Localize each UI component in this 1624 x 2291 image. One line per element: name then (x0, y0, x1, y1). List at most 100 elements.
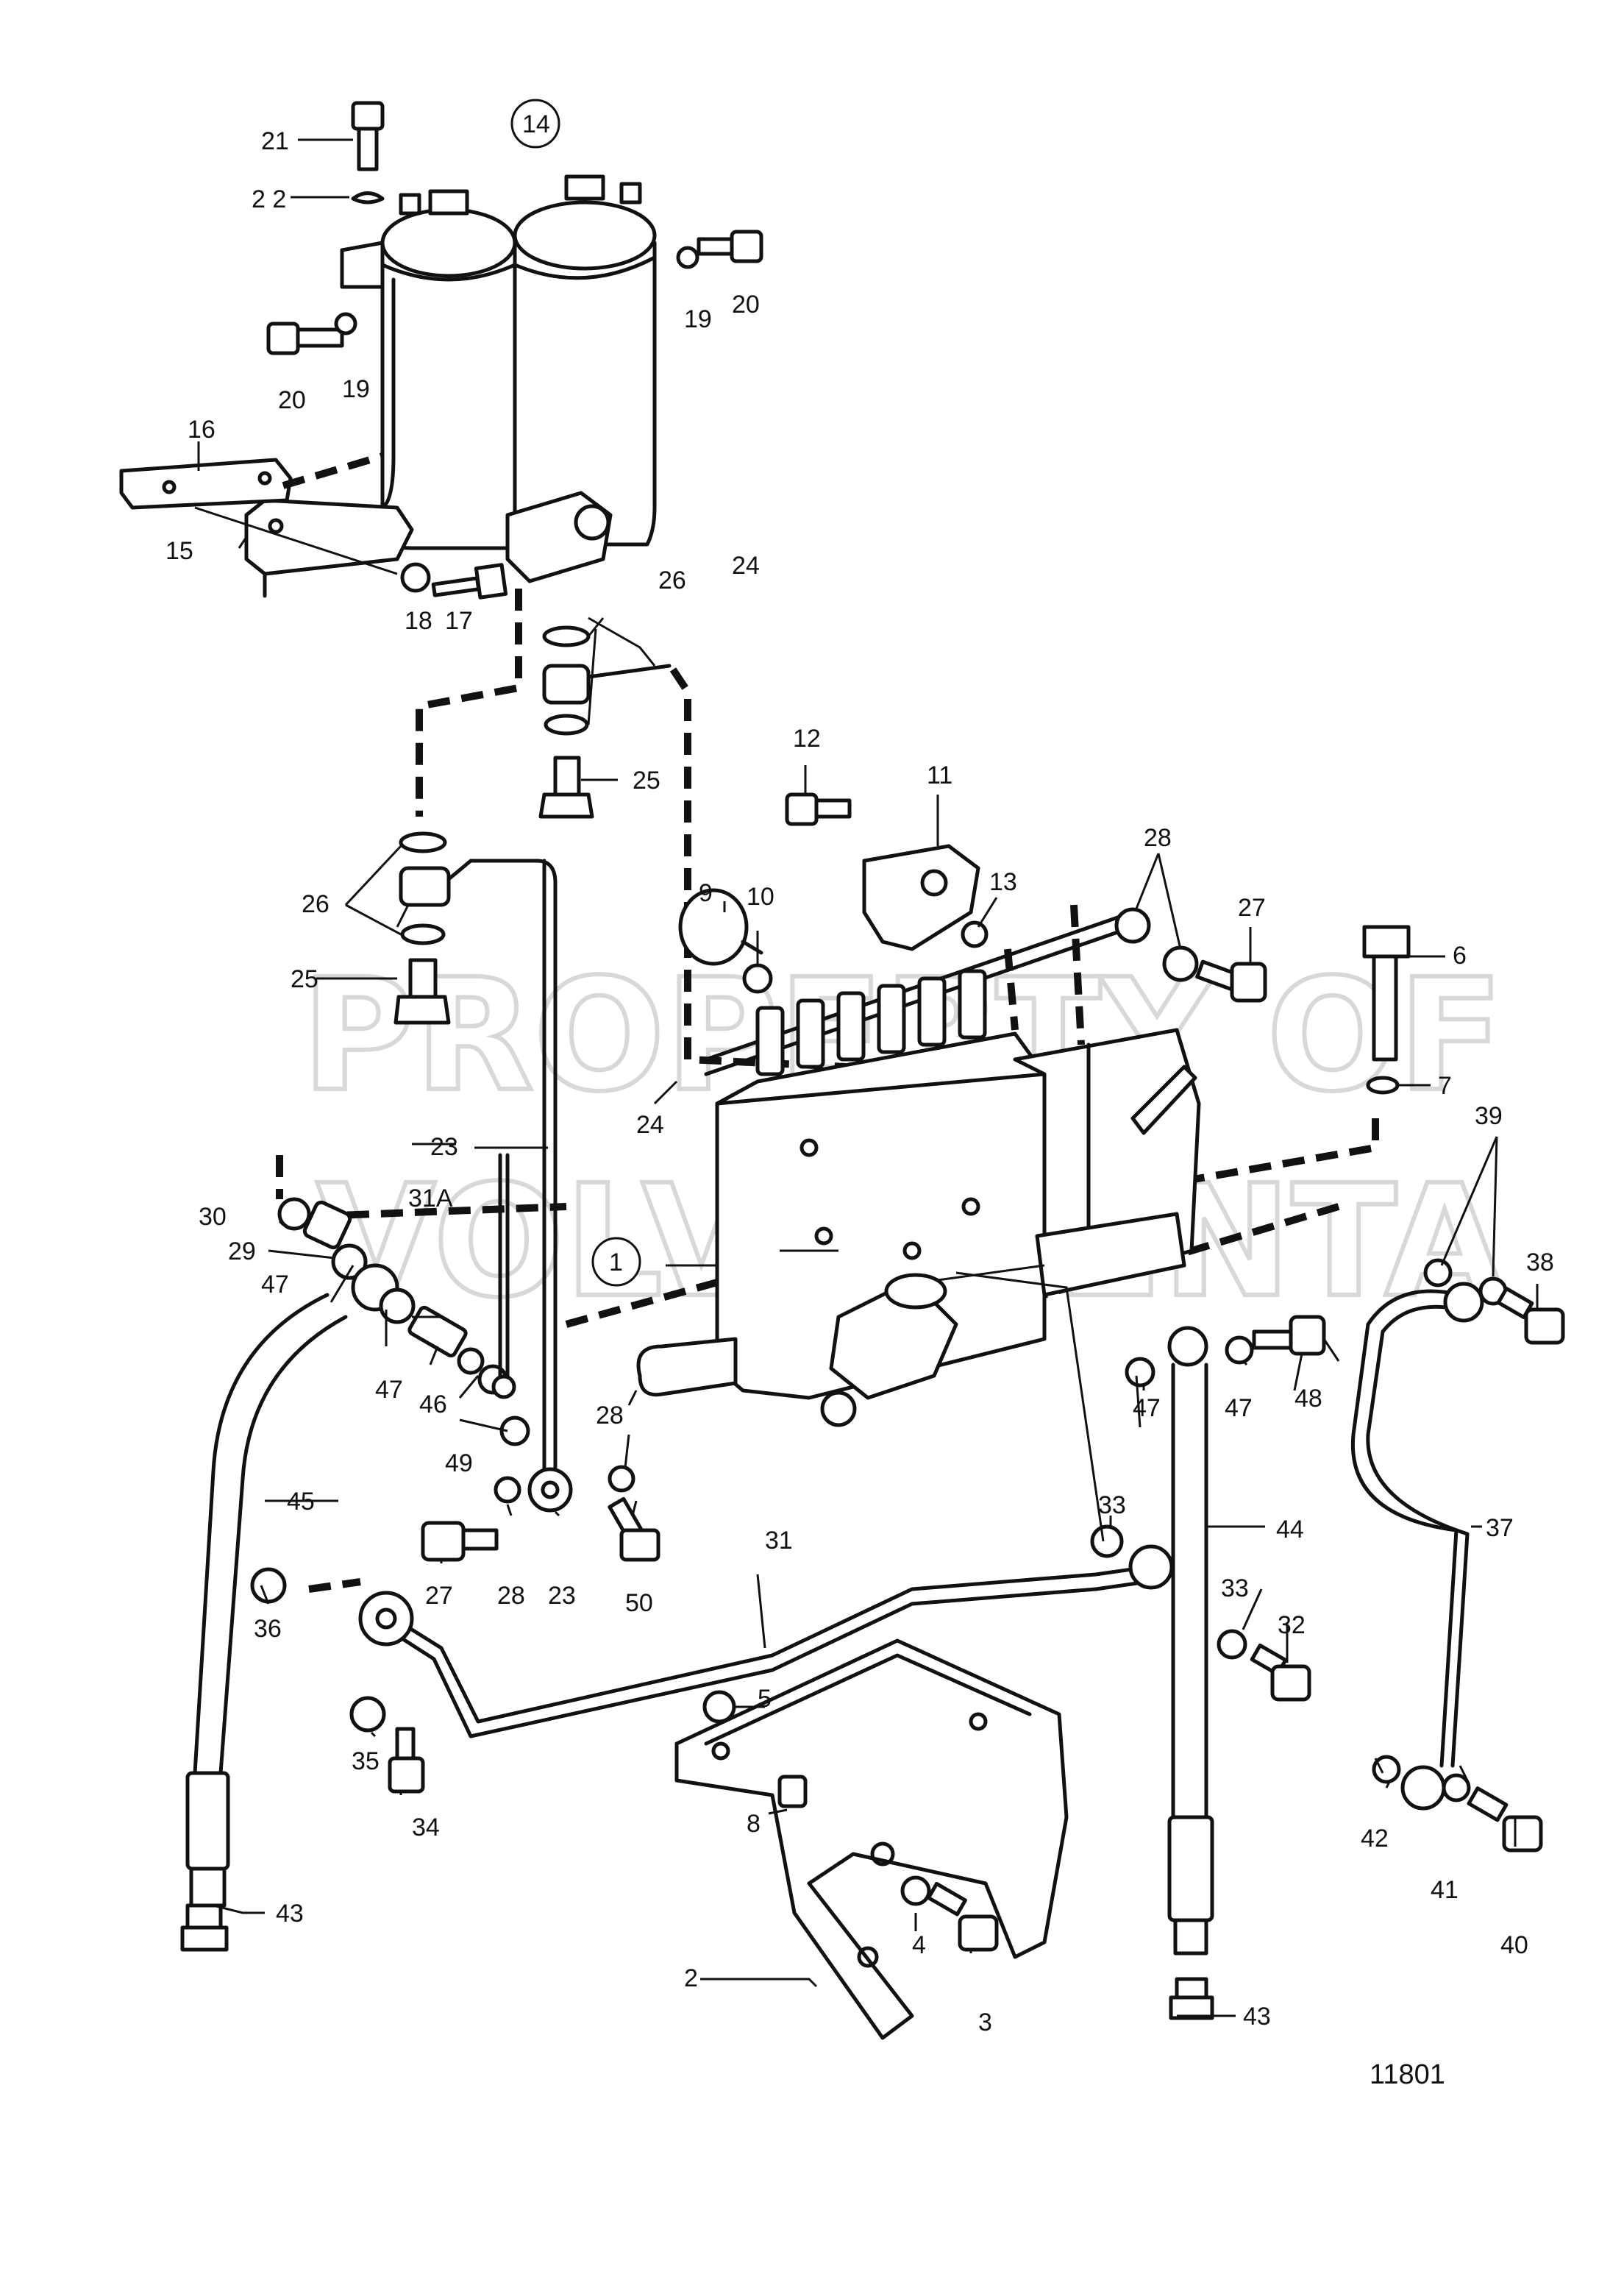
bracket-11 (862, 844, 980, 951)
banjo-union-upper (538, 625, 672, 819)
callout-20-right: 20 (732, 291, 760, 319)
callout-28-lower: 28 (497, 1582, 525, 1610)
callout-27-lower: 27 (425, 1582, 453, 1610)
pump-bracket-2 (674, 1638, 1069, 2040)
callout-44: 44 (1276, 1516, 1304, 1544)
callout-7: 7 (1438, 1072, 1452, 1100)
bolt-3 (926, 1881, 999, 1952)
callout-23-upper: 23 (430, 1133, 458, 1161)
callout-15: 15 (165, 537, 193, 565)
banjo-union-lower (393, 831, 451, 1025)
bushing-8 (777, 1775, 808, 1808)
callout-29: 29 (228, 1237, 256, 1265)
washer-35 (349, 1696, 386, 1733)
hose-fitting-44-lower (1167, 1815, 1214, 1956)
callout-3: 3 (978, 2008, 992, 2036)
callout-38: 38 (1526, 1248, 1554, 1276)
callout-16: 16 (188, 416, 216, 444)
callout-11: 11 (927, 761, 952, 789)
washer-10 (742, 963, 773, 994)
callout-2: 2 (684, 1964, 698, 1992)
callout-47-right: 47 (1133, 1394, 1161, 1422)
banjo-37-lower (1372, 1755, 1471, 1811)
callout-22: 2 2 (252, 185, 286, 213)
bolt-20-right (697, 230, 763, 263)
washer-7 (1366, 1076, 1400, 1095)
callout-36: 36 (254, 1615, 282, 1643)
callout-45: 45 (287, 1488, 315, 1516)
callout-8: 8 (747, 1810, 761, 1838)
callout-17: 17 (445, 607, 473, 635)
leader-lines (194, 138, 1539, 2017)
callout-13: 13 (989, 868, 1017, 896)
bolt-38 (1496, 1286, 1565, 1345)
hose-end-45 (351, 1263, 530, 1446)
callout-47-lower: 47 (375, 1376, 403, 1404)
callout-49: 49 (445, 1449, 473, 1477)
banjo-31-left (358, 1591, 414, 1647)
callout-9: 9 (699, 879, 713, 907)
banjo-44-upper (1125, 1326, 1208, 1388)
bolt-50 (608, 1496, 660, 1562)
callout-46: 46 (419, 1390, 447, 1418)
bolt-21 (351, 101, 385, 171)
callout-40: 40 (1500, 1931, 1528, 1959)
washer-33-lower (1217, 1629, 1247, 1660)
bracket-15 (244, 498, 414, 598)
bolt-27-lower (421, 1521, 499, 1562)
callout-41: 41 (1431, 1876, 1459, 1904)
callout-27-upper: 27 (1238, 894, 1266, 922)
callout-5: 5 (758, 1685, 772, 1713)
callout-39: 39 (1475, 1102, 1503, 1130)
washer-47-right (1225, 1335, 1254, 1365)
callout-24-upper: 24 (732, 552, 760, 580)
callout-19-right: 19 (684, 305, 712, 333)
callout-35: 35 (352, 1747, 380, 1775)
bolt-48 (1252, 1315, 1326, 1356)
callout-47-far: 47 (1225, 1394, 1253, 1422)
washer-33-upper (1090, 1524, 1124, 1558)
washer-4 (900, 1875, 931, 1906)
nut-43-right (1169, 1977, 1214, 2020)
callout-25-lower: 25 (291, 965, 318, 993)
callout-43-left: 43 (276, 1900, 304, 1928)
hose-fitting-45-lower (185, 1771, 230, 1908)
callout-26-lower: 26 (302, 890, 330, 918)
callout-14-circle (510, 99, 560, 149)
washer-13 (961, 920, 989, 948)
bolt-32 (1250, 1643, 1311, 1702)
screw-12 (785, 792, 852, 826)
screw-17 (431, 563, 508, 600)
washer-28-lower (494, 1476, 521, 1504)
union-30 (277, 1197, 352, 1250)
callout-34: 34 (412, 1814, 440, 1841)
fuel-filter-assembly (340, 174, 657, 583)
callout-42: 42 (1361, 1825, 1389, 1853)
callout-18: 18 (405, 607, 432, 635)
callout-28-mid: 28 (596, 1402, 624, 1429)
callout-28-upper: 28 (1144, 824, 1172, 852)
hose-45 (193, 1293, 330, 1775)
washer-22 (351, 191, 385, 205)
washer-19-left (334, 312, 357, 335)
bushing-5 (702, 1690, 736, 1724)
callout-labels: 21 2 2 14 19 20 20 19 16 15 18 17 26 24 … (165, 99, 1554, 2036)
pipe-37 (1350, 1289, 1462, 1768)
callout-33-lower: 33 (1221, 1574, 1249, 1602)
bolt-20-left (266, 322, 344, 355)
callout-47-upper: 47 (261, 1271, 289, 1299)
callout-1: 1 (609, 1248, 623, 1276)
callout-32: 32 (1278, 1611, 1306, 1639)
callout-14: 14 (522, 110, 550, 138)
callout-50: 50 (625, 1589, 653, 1617)
washer-28-mid (608, 1465, 635, 1493)
nut-43-left (180, 1903, 229, 1952)
callout-10: 10 (747, 883, 774, 911)
banjo-37-upper (1423, 1258, 1508, 1323)
figure-number: 11801 (1370, 2059, 1445, 2090)
pipe-23 (446, 859, 558, 1474)
callout-24-lower: 24 (636, 1111, 664, 1139)
bolt-34 (388, 1727, 425, 1794)
callout-12: 12 (793, 725, 821, 753)
